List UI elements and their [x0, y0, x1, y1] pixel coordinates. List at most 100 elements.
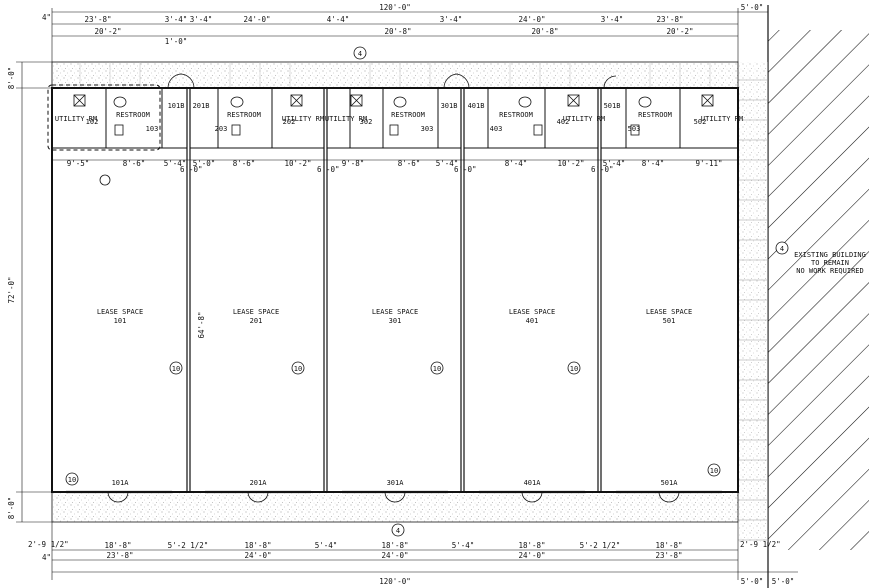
svg-text:5'-0": 5'-0": [741, 3, 764, 12]
unit-101: LEASE SPACE 101 101A 101B RESTROOM 103 U…: [55, 102, 185, 487]
svg-text:23'-8": 23'-8": [106, 551, 133, 560]
svg-text:6'-0": 6'-0": [454, 165, 477, 174]
front-door-number: 401A: [524, 479, 542, 487]
svg-text:10: 10: [570, 365, 578, 373]
restroom-label: RESTROOM: [227, 111, 261, 119]
svg-text:20'-8": 20'-8": [531, 27, 558, 36]
svg-text:3'-4": 3'-4": [601, 15, 624, 24]
svg-text:120'-0": 120'-0": [379, 3, 411, 12]
svg-text:10: 10: [68, 476, 76, 484]
rear-door-number: 501B: [604, 102, 621, 110]
rear-walk: [51, 61, 739, 89]
front-door-number: 201A: [250, 479, 268, 487]
lease-space-label: LEASE SPACE: [509, 308, 555, 316]
unit-401: LEASE SPACE 401 401A 401B RESTROOM 403 U…: [468, 102, 606, 487]
restroom-number: 303: [421, 125, 434, 133]
svg-text:24'-0": 24'-0": [518, 15, 545, 24]
keynote-tag-top: [353, 46, 367, 60]
svg-text:20'-2": 20'-2": [94, 27, 121, 36]
rear-door-number: 401B: [468, 102, 485, 110]
svg-text:3'-4": 3'-4": [165, 15, 188, 24]
svg-text:64'-8": 64'-8": [197, 311, 206, 338]
tag-text: 4 4 4 10 10 10 10 10 10: [68, 50, 784, 535]
utility-number: 302: [360, 118, 373, 126]
lease-space-number: 501: [663, 317, 676, 325]
rear-door-number: 201B: [193, 102, 210, 110]
restroom-label: RESTROOM: [116, 111, 150, 119]
lease-space-label: LEASE SPACE: [233, 308, 279, 316]
dimension-lines: [16, 8, 798, 580]
utility-label: UTILITY RM: [701, 115, 743, 123]
section-marker: [99, 174, 111, 186]
back-rooms: [47, 84, 738, 151]
svg-text:5'-0": 5'-0": [741, 577, 764, 586]
existing-building: [738, 5, 869, 588]
svg-text:18'-8": 18'-8": [518, 541, 545, 550]
svg-text:24'-0": 24'-0": [518, 551, 545, 560]
restroom-number: 403: [490, 125, 503, 133]
svg-text:8'-0": 8'-0": [7, 67, 16, 90]
utility-number: 402: [557, 118, 570, 126]
utility-label: UTILITY RM: [282, 115, 324, 123]
svg-text:10'-2": 10'-2": [284, 159, 311, 168]
svg-text:5'-0": 5'-0": [772, 577, 795, 586]
svg-text:10: 10: [710, 467, 718, 475]
lease-space-number: 201: [250, 317, 263, 325]
rear-door-number: 301B: [441, 102, 458, 110]
front-doors: [107, 491, 680, 503]
svg-text:NO WORK REQUIRED: NO WORK REQUIRED: [796, 267, 863, 275]
keynote-tag-bottom: [391, 523, 405, 537]
svg-text:5'-2 1/2": 5'-2 1/2": [168, 541, 209, 550]
svg-text:6'-0": 6'-0": [317, 165, 340, 174]
svg-text:10: 10: [294, 365, 302, 373]
svg-text:5'-0": 5'-0": [193, 159, 216, 168]
utility-label: UTILITY RM: [325, 115, 367, 123]
rear-doors: [167, 73, 617, 89]
lease-space-label: LEASE SPACE: [372, 308, 418, 316]
svg-text:9'-11": 9'-11": [695, 159, 722, 168]
svg-text:TO REMAIN: TO REMAIN: [811, 259, 849, 267]
svg-text:4": 4": [42, 553, 51, 562]
utility-label: UTILITY RM: [55, 115, 97, 123]
svg-text:120'-0": 120'-0": [379, 577, 411, 586]
utility-number: 502: [694, 118, 707, 126]
svg-text:6'-0": 6'-0": [180, 165, 203, 174]
svg-text:9'-8": 9'-8": [342, 159, 365, 168]
rear-door-number: 101B: [168, 102, 185, 110]
restroom-number: 503: [628, 125, 641, 133]
svg-text:24'-0": 24'-0": [381, 551, 408, 560]
svg-text:18'-8": 18'-8": [655, 541, 682, 550]
front-door-number: 301A: [387, 479, 405, 487]
svg-text:2'-9 1/2": 2'-9 1/2": [740, 540, 781, 549]
restroom-label: RESTROOM: [638, 111, 672, 119]
svg-text:4": 4": [42, 13, 51, 22]
svg-text:8'-6": 8'-6": [233, 159, 256, 168]
svg-text:3'-4": 3'-4": [440, 15, 463, 24]
lease-space-number: 401: [526, 317, 539, 325]
front-door-number: 501A: [661, 479, 679, 487]
lease-space-number: 301: [389, 317, 402, 325]
svg-text:4'-4": 4'-4": [327, 15, 350, 24]
plumbing-fixtures: [73, 94, 714, 136]
front-walk: [51, 491, 739, 523]
svg-text:2'-9 1/2": 2'-9 1/2": [28, 540, 69, 549]
restroom-number: 103: [146, 125, 159, 133]
utility-number: 202: [283, 118, 296, 126]
svg-text:72'-0": 72'-0": [7, 276, 16, 303]
unit-201: LEASE SPACE 201 201A 201B RESTROOM 203 U…: [193, 102, 325, 487]
svg-text:24'-0": 24'-0": [243, 15, 270, 24]
unit-501: LEASE SPACE 501 501A 501B RESTROOM 503 U…: [604, 102, 744, 487]
lease-space-label: LEASE SPACE: [97, 308, 143, 316]
svg-text:24'-0": 24'-0": [244, 551, 271, 560]
unit-301: LEASE SPACE 301 301A 301B RESTROOM 303 U…: [325, 102, 458, 487]
svg-text:9'-5": 9'-5": [67, 159, 90, 168]
svg-text:4: 4: [396, 527, 400, 535]
demising-walls: [186, 88, 602, 492]
svg-text:10: 10: [433, 365, 441, 373]
utility-number: 102: [86, 118, 99, 126]
svg-text:1'-0": 1'-0": [165, 37, 188, 46]
svg-text:23'-8": 23'-8": [655, 551, 682, 560]
svg-text:5'-4": 5'-4": [164, 159, 187, 168]
svg-text:4: 4: [780, 245, 784, 253]
